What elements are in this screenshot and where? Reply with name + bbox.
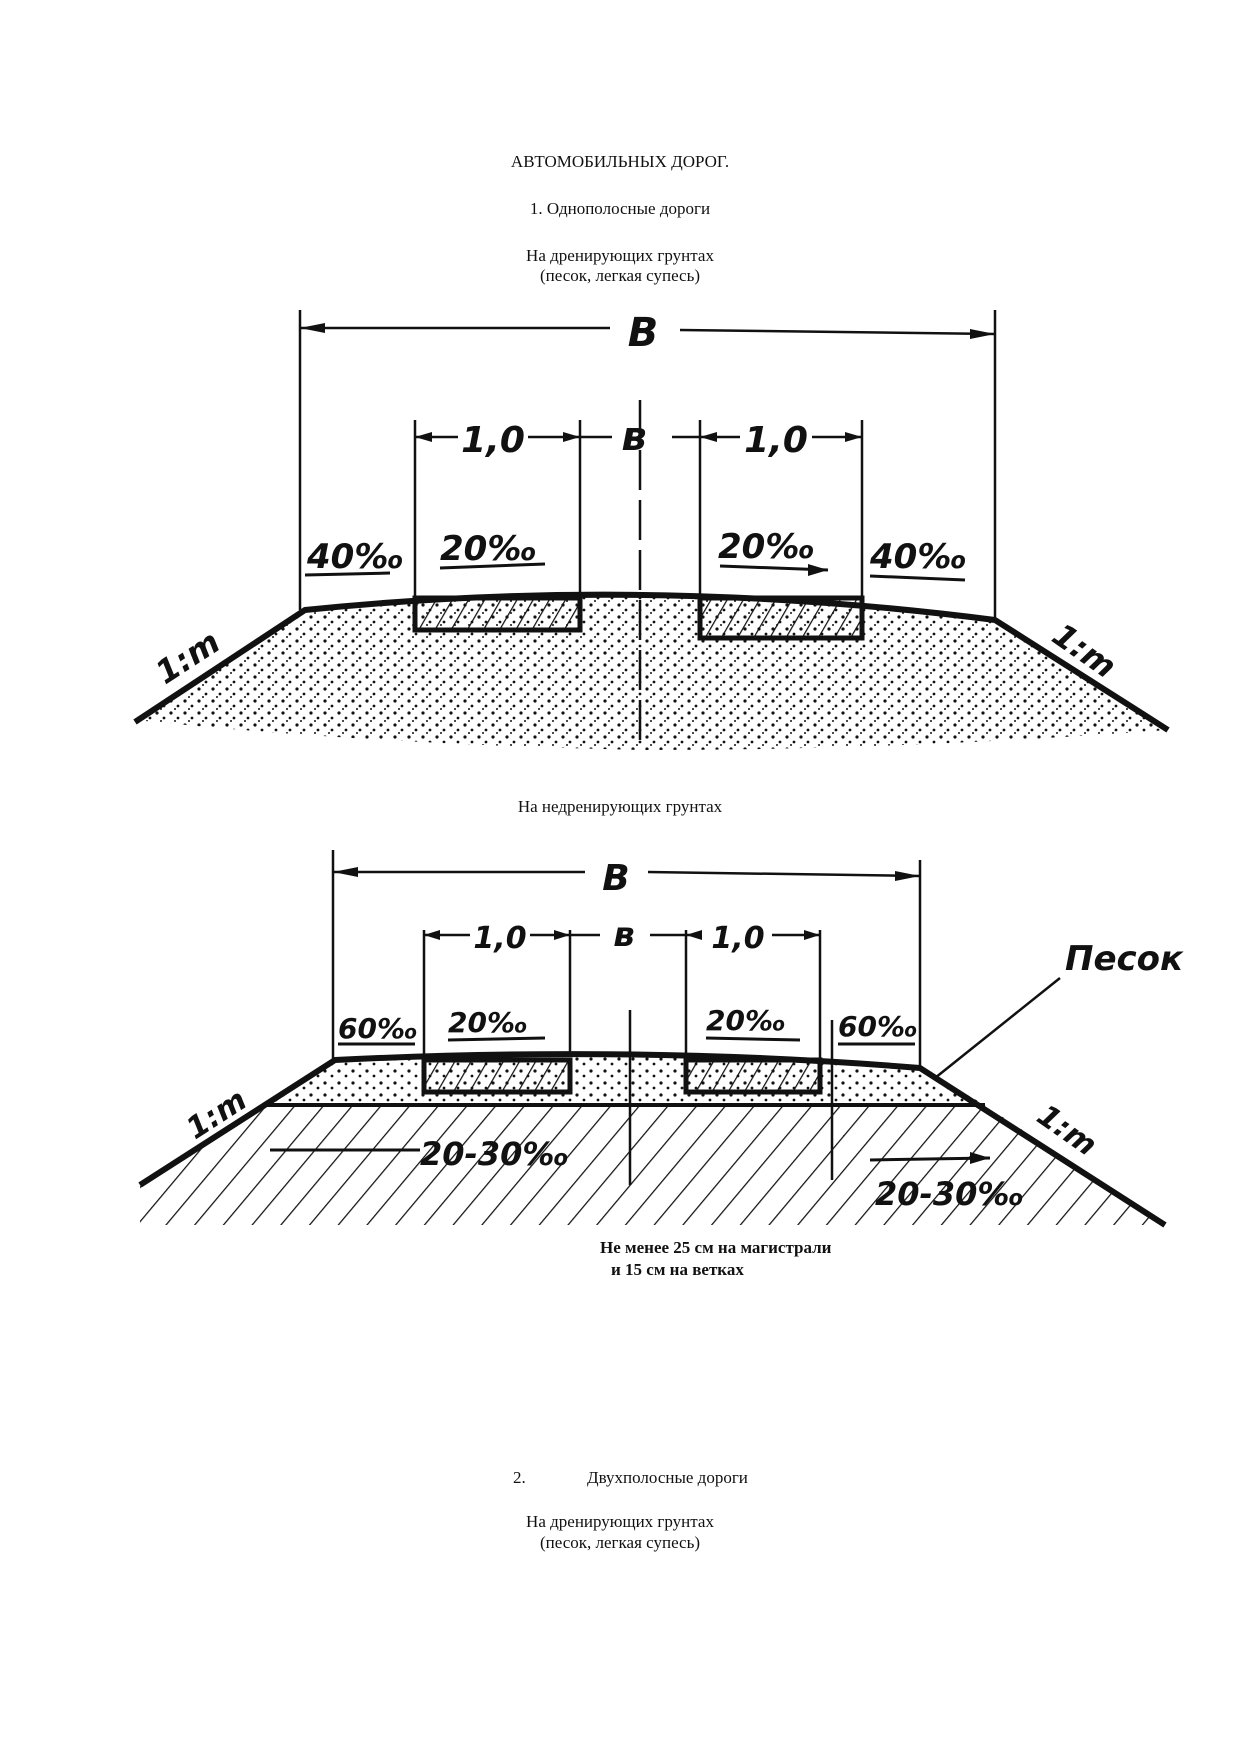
shoulder-strip-left — [412, 595, 583, 633]
slope-inner-left-2: 20‰ — [448, 1006, 528, 1039]
slope-outer-left: 40‰ — [306, 537, 404, 577]
road-surface-line-2 — [138, 1051, 1167, 1228]
soil-body — [135, 594, 1168, 750]
shoulder-width-right-2: 1,0 — [711, 921, 764, 956]
slope-outer-right-2: 60‰ — [838, 1010, 918, 1043]
width-label-B: В — [628, 310, 659, 356]
road-surface-line — [133, 591, 1170, 733]
thickness-note-line-1: Не менее 25 см на магистрали — [600, 1238, 832, 1257]
shoulder-width-left-2: 1,0 — [473, 921, 526, 956]
drain-caption-line-2: (песок, легкая супесь) — [540, 266, 700, 285]
lane-width-label: в — [621, 414, 646, 460]
slope-inner-right-2: 20‰ — [706, 1004, 786, 1037]
slope-outer-left-2: 60‰ — [338, 1012, 418, 1045]
shoulder-width-left: 1,0 — [461, 420, 525, 461]
nondrain-caption: На недренирующих грунтах — [517, 797, 723, 816]
sand-label: Песок — [1065, 939, 1184, 979]
slope-inner-left: 20‰ — [440, 529, 537, 569]
page-title: АВТОМОБИЛЬНЫХ ДОРОГ. — [510, 152, 730, 171]
subgrade-slope-left: 20-30‰ — [420, 1135, 569, 1173]
cross-section-diagram-drained: В 1,0 в 1,0 40‰ 20‰ 20‰ 40‰ 1:m 1:m — [133, 310, 1170, 750]
width-label-B-2: В — [602, 858, 629, 899]
section-1-heading: 1. Однополосные дороги — [529, 199, 711, 218]
drain-caption-line-1: На дренирующих грунтах — [526, 246, 714, 265]
subgrade-body — [140, 1105, 1165, 1225]
section-2-caption-line-2: (песок, легкая супесь) — [540, 1533, 700, 1552]
section-2-number: 2. — [513, 1468, 526, 1487]
section-2-caption-line-1: На дренирующих грунтах — [526, 1512, 714, 1531]
cross-section-diagram-nondrained: В 1,0 в 1,0 60‰ 20‰ 20‰ 60‰ Песок 20-30‰… — [138, 850, 1184, 1228]
section-2-heading: Двухполосные дороги — [587, 1468, 748, 1487]
shoulder-strip-right — [697, 595, 865, 641]
shoulder-strip-left-2 — [421, 1057, 573, 1095]
lane-width-label-2: в — [613, 915, 635, 955]
subgrade-slope-right: 20-30‰ — [875, 1175, 1024, 1213]
shoulder-strip-right-2 — [683, 1057, 823, 1095]
thickness-note-line-2: и 15 см на ветках — [611, 1260, 744, 1279]
shoulder-width-right: 1,0 — [744, 420, 808, 461]
slope-inner-right: 20‰ — [718, 527, 815, 567]
slope-outer-right: 40‰ — [869, 537, 967, 577]
